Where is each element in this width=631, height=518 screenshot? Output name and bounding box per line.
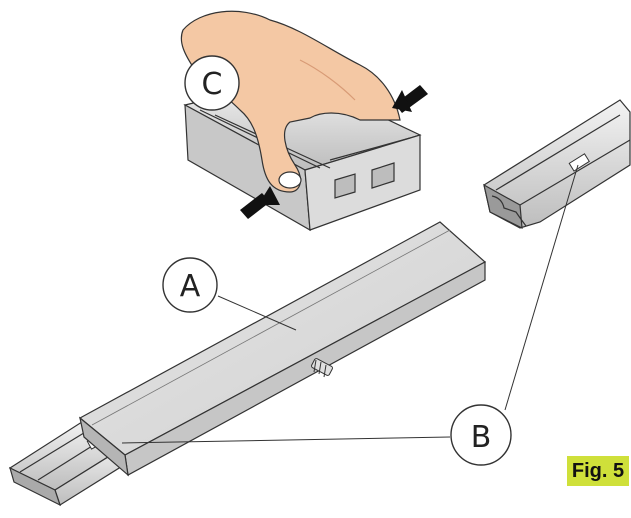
hand-icon (180, 10, 401, 193)
svg-text:A: A (180, 269, 201, 304)
callout-b: B (450, 404, 512, 466)
press-arrow-icon (392, 85, 428, 113)
screw-icon (311, 358, 333, 378)
callout-a: A (162, 257, 218, 313)
figure-label: Fig. 5 (567, 456, 629, 486)
cover-a (78, 221, 487, 477)
press-arrow-icon (240, 186, 280, 219)
trunking-base-right (483, 99, 631, 230)
callout-c: C (184, 55, 240, 111)
svg-text:B: B (471, 420, 492, 455)
slot-b-right (568, 153, 590, 172)
svg-text:C: C (202, 67, 223, 102)
leader-lines (121, 164, 579, 444)
